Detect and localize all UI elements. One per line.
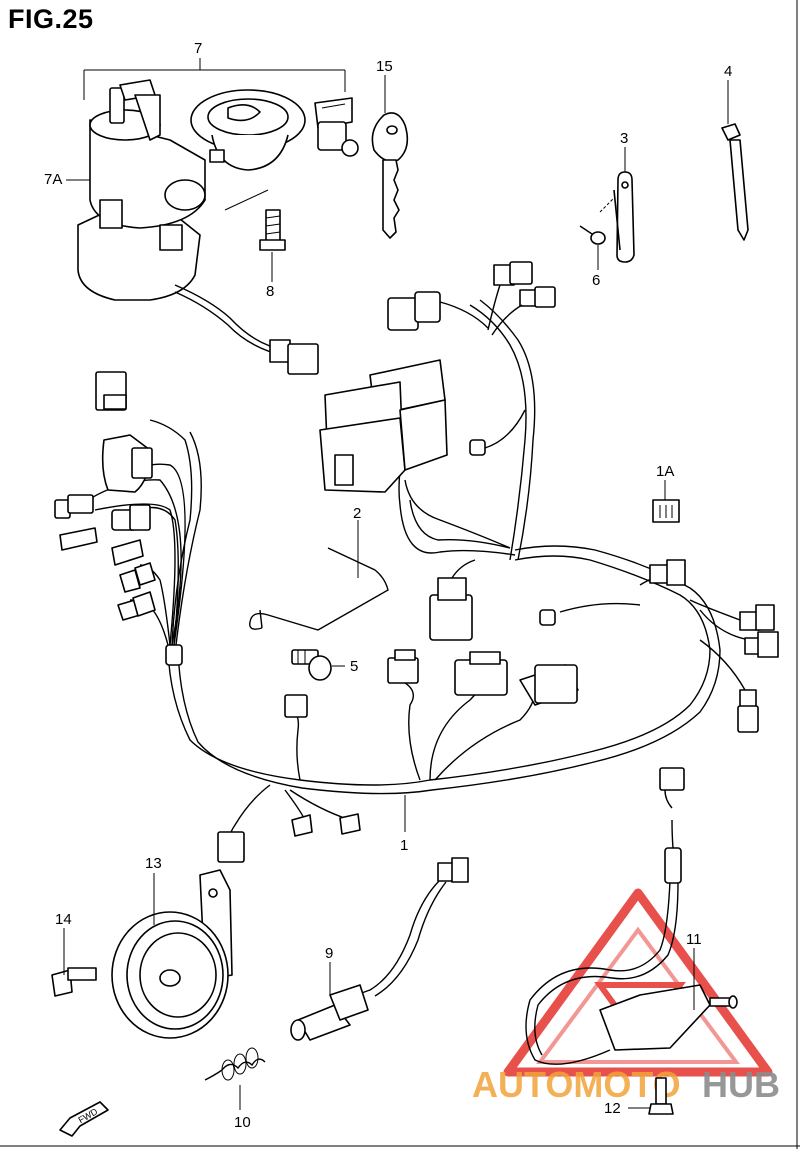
center-connectors: [217, 559, 579, 863]
callout-5: 5: [350, 658, 358, 675]
bolt-8: [259, 209, 286, 251]
callout-9: 9: [325, 945, 333, 962]
callout-8: 8: [266, 283, 274, 300]
cable-tie: [721, 123, 749, 241]
key: [371, 112, 409, 239]
callout-4: 4: [724, 63, 732, 80]
connector-1a: [652, 499, 680, 523]
screw-5: [291, 649, 332, 681]
relay-box: [319, 359, 511, 549]
callout-15: 15: [376, 58, 393, 75]
callout-13: 13: [145, 855, 162, 872]
watermark-brand-a: AUTOMOTO: [472, 1064, 681, 1105]
callout-7: 7: [194, 40, 202, 57]
callout-3: 3: [620, 130, 628, 147]
callout-2: 2: [353, 505, 361, 522]
screw-6: [579, 197, 615, 245]
fwd-arrow-icon: [59, 1101, 109, 1137]
switch-11: [525, 767, 738, 1065]
bolt-14: [51, 967, 97, 997]
callout-1a: 1A: [656, 463, 674, 480]
cap-lock: [190, 89, 306, 171]
callout-leaders: [63, 75, 729, 1110]
clamp: [613, 171, 635, 263]
spring-wire: [249, 547, 389, 631]
callout-14: 14: [55, 911, 72, 928]
callout-6: 6: [592, 272, 600, 289]
callout-12: 12: [604, 1100, 621, 1117]
group-bracket-7: [83, 58, 346, 100]
figure-title: FIG.25: [8, 4, 94, 34]
spring-10: [204, 1047, 266, 1081]
upper-connectors: [387, 261, 556, 456]
seat-lock: [314, 97, 359, 157]
right-connectors: [539, 559, 779, 733]
callout-11: 11: [686, 931, 702, 948]
horn: [111, 869, 233, 1039]
callout-7a: 7A: [44, 171, 62, 188]
callout-1: 1: [400, 837, 408, 854]
ignition-switch: [77, 79, 319, 375]
watermark-brand-b: HUB: [702, 1064, 780, 1105]
callout-10: 10: [234, 1114, 251, 1131]
bolt-12: [648, 1077, 674, 1115]
sensor-switch: [290, 857, 469, 1041]
left-connectors: [54, 371, 156, 621]
